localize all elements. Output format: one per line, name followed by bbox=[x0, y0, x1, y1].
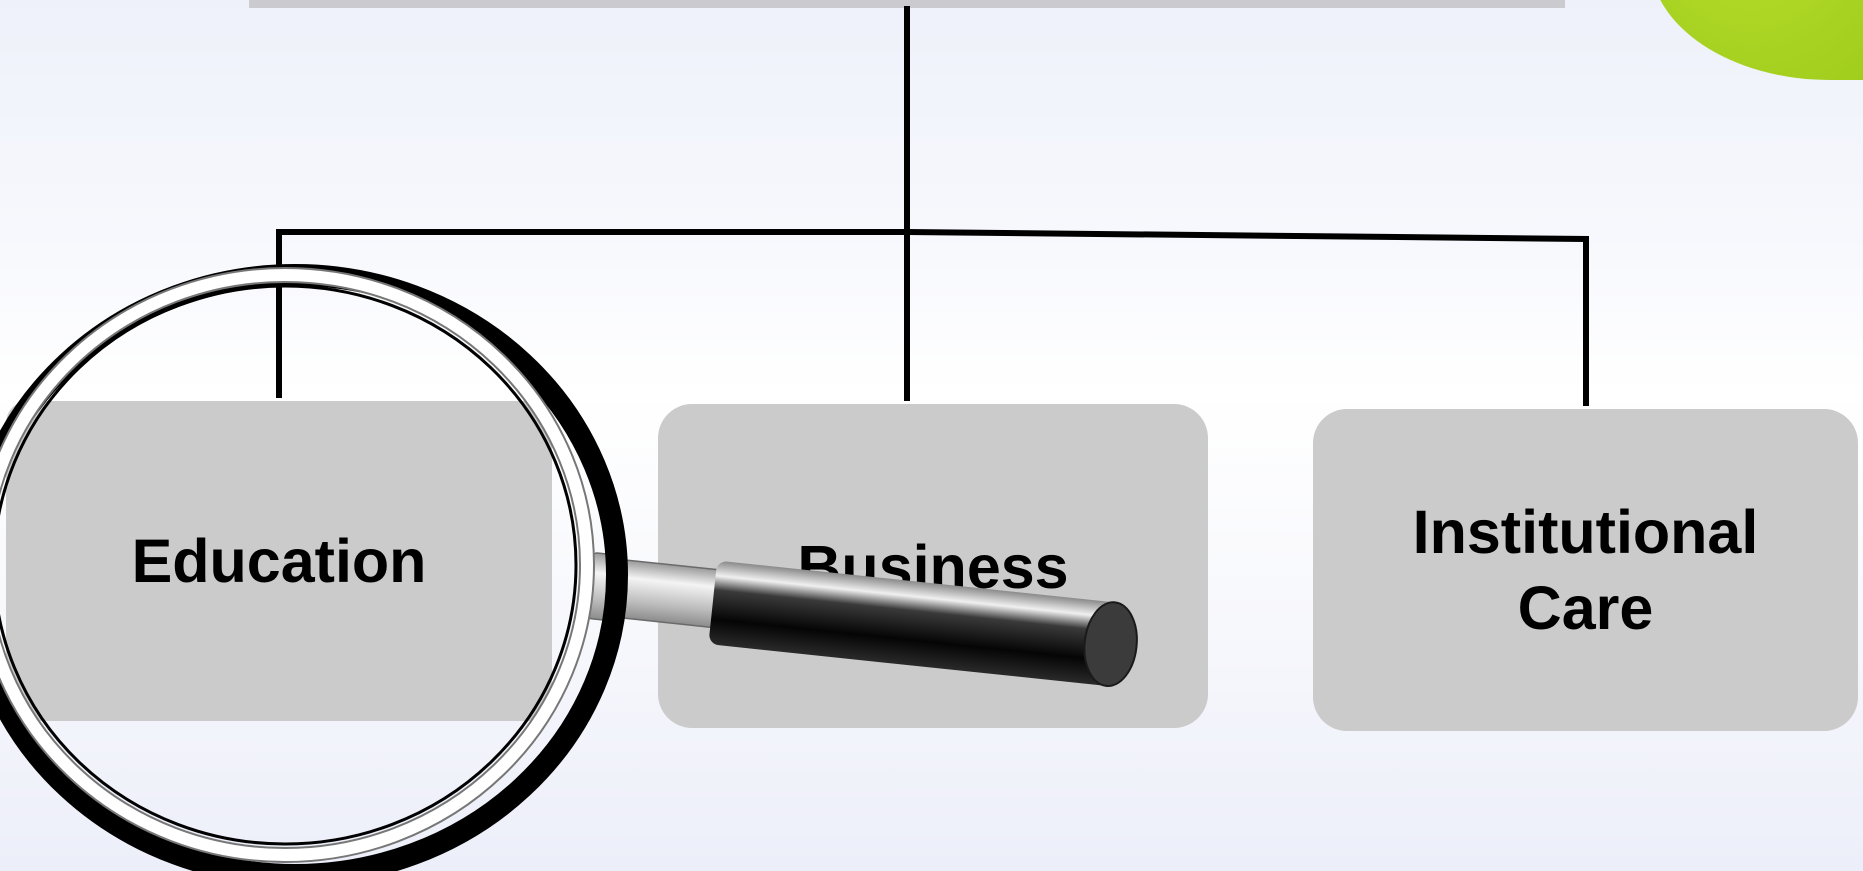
node-business-label: Business bbox=[797, 529, 1068, 605]
node-education-label: Education bbox=[132, 523, 427, 599]
node-institutional-care: Institutional Care bbox=[1313, 409, 1858, 731]
connector-branch-outer bbox=[279, 232, 1586, 406]
node-institutional-care-label: Institutional Care bbox=[1413, 494, 1759, 646]
node-business: Business bbox=[658, 404, 1208, 728]
node-education: Education bbox=[6, 401, 552, 721]
